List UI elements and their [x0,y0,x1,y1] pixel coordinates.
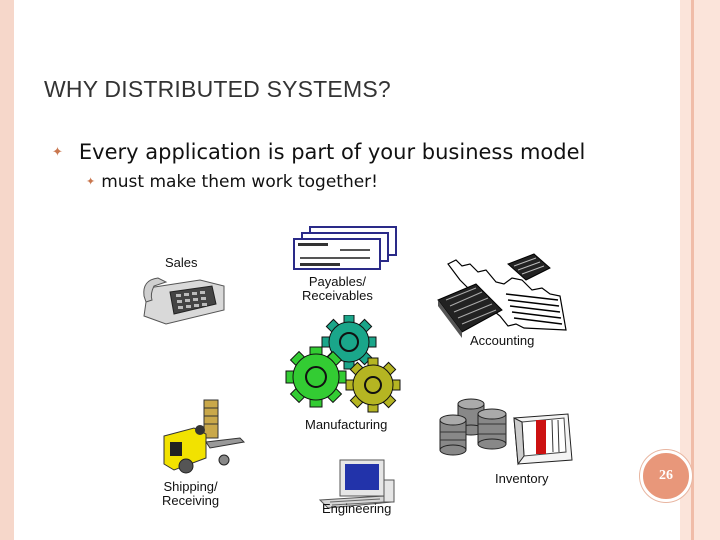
gears-icon [285,315,401,413]
computer-icon [318,459,395,509]
printer-paper-icon [437,253,567,338]
forklift-icon [163,399,246,474]
label-inventory: Inventory [495,471,549,486]
label-shipping: Shipping/ [163,479,218,494]
bullet-level2: ✦ must make them work together! [86,172,378,192]
label-manufacturing: Manufacturing [305,417,388,432]
phone-icon [143,277,225,325]
bullet-level1-text: Every application is part of your busine… [78,140,586,164]
documents-icon [293,226,397,270]
label-payables-receivables: Payables/ Receivables [302,275,373,303]
bullet-marker-icon: ✦ [86,175,96,188]
right-border-line [691,0,694,540]
slide-title: WHY DISTRIBUTED SYSTEMS? [44,76,391,102]
page-number-badge: 26 [640,450,692,502]
bullet-level2-text: must make them work together! [101,172,378,192]
label-engineering: Engineering [322,501,392,516]
label-receivables: Receivables [302,288,373,303]
label-payables: Payables/ [308,274,366,289]
bullet-marker-icon: ✦ [52,145,63,160]
label-receiving: Receiving [162,493,220,508]
left-border [0,0,14,540]
database-icon [439,398,573,466]
label-shipping-receiving: Shipping/ Receiving [162,480,219,508]
right-border [680,0,720,540]
label-sales: Sales [165,255,198,270]
label-accounting: Accounting [470,333,535,348]
bullet-level1: ✦ Every application is part of your busin… [52,140,585,164]
